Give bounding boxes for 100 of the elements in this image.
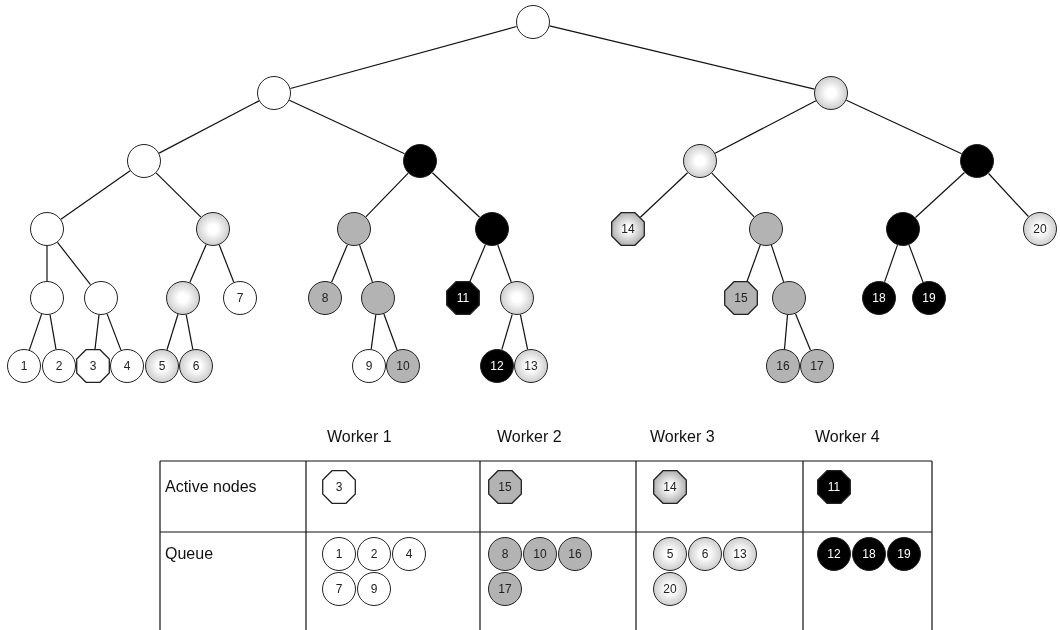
tree-node-circle (772, 281, 806, 315)
tree-edge-line (845, 99, 963, 155)
tree-node-circle (361, 281, 395, 315)
tree-edge-line (359, 244, 373, 283)
queued-node-circle: 13 (723, 537, 757, 571)
tree-node-circle (84, 281, 118, 315)
tree-edge-line (28, 313, 43, 351)
tree-edge-line (155, 172, 202, 218)
queued-node-circle: 6 (688, 537, 722, 571)
column-header: Worker 1 (327, 428, 392, 446)
tree-node-circle: 19 (912, 281, 946, 315)
tree-edge-line (746, 244, 761, 283)
tree-edge-line (711, 172, 755, 218)
tree-edge-line (884, 244, 898, 283)
tree-edge-line (49, 314, 57, 350)
tree-edge-line (166, 313, 179, 351)
tree-edge-line (288, 99, 406, 155)
tree-node-circle (516, 5, 550, 39)
tree-edge-line (431, 172, 481, 218)
tree-edge-line (365, 172, 409, 218)
row-header: Active nodes (165, 478, 257, 496)
tree-node-octagon: 14 (611, 212, 645, 246)
queued-node-circle: 10 (523, 537, 557, 571)
tree-edge-line (908, 244, 924, 283)
tree-node-octagon: 11 (446, 281, 480, 315)
queued-node-circle: 5 (653, 537, 687, 571)
tree-node-octagon: 15 (724, 281, 758, 315)
tree-edge-line (189, 244, 207, 283)
tree-node-circle: 4 (110, 349, 144, 383)
tree-node-circle (683, 144, 717, 178)
queued-node-circle: 17 (488, 572, 522, 606)
queued-node-circle: 8 (488, 537, 522, 571)
tree-edge-line (370, 314, 377, 350)
tree-node-circle (196, 212, 230, 246)
tree-node-circle (127, 144, 161, 178)
active-node-octagon: 11 (817, 470, 851, 504)
queued-node-circle: 9 (357, 572, 391, 606)
tree-node-circle (257, 76, 291, 110)
queued-node-circle: 20 (653, 572, 687, 606)
tree-edge-line (914, 171, 966, 219)
queued-node-circle: 7 (322, 572, 356, 606)
tree-node-circle: 7 (223, 281, 257, 315)
tree-edge-line (988, 172, 1029, 218)
tree-node-circle (337, 212, 371, 246)
column-header: Worker 4 (815, 428, 880, 446)
tree-edge-line (60, 170, 131, 220)
tree-node-circle (166, 281, 200, 315)
tree-node-circle: 6 (179, 349, 213, 383)
tree-node-circle: 1 (7, 349, 41, 383)
tree-edge-line (56, 241, 92, 286)
tree-edge-line (331, 244, 348, 283)
tree-node-circle: 16 (766, 349, 800, 383)
tree-edge-line (383, 313, 398, 351)
queued-node-circle: 16 (558, 537, 592, 571)
tree-node-circle: 2 (42, 349, 76, 383)
tree-edge-line (218, 244, 235, 283)
tree-node-circle (814, 76, 848, 110)
tree-edge-line (185, 314, 194, 350)
tree-edge-line (289, 25, 518, 90)
tree-node-circle: 17 (800, 349, 834, 383)
queued-node-circle: 12 (817, 537, 851, 571)
row-header: Queue (165, 545, 214, 563)
tree-node-circle: 13 (514, 349, 548, 383)
tree-node-circle (403, 144, 437, 178)
tree-edge-line (714, 100, 817, 154)
tree-node-circle: 20 (1023, 212, 1057, 246)
tree-node-circle (500, 281, 534, 315)
tree-edge-line (548, 25, 816, 90)
tree-node-circle (886, 212, 920, 246)
active-node-octagon: 15 (488, 470, 522, 504)
active-node-octagon: 14 (653, 470, 687, 504)
tree-node-circle (960, 144, 994, 178)
active-node-octagon: 3 (322, 470, 356, 504)
column-header: Worker 2 (497, 428, 562, 446)
tree-node-circle: 12 (480, 349, 514, 383)
tree-node-circle: 9 (352, 349, 386, 383)
queued-node-circle: 19 (887, 537, 921, 571)
tree-edge-line (94, 314, 100, 350)
tree-node-circle: 8 (308, 281, 342, 315)
tree-node-circle: 5 (145, 349, 179, 383)
tree-edge-line (770, 244, 785, 283)
tree-edge-line (519, 314, 529, 350)
tree-edge-line (46, 245, 48, 282)
tree-node-circle (30, 212, 64, 246)
column-header: Worker 3 (650, 428, 715, 446)
tree-edge-line (106, 313, 122, 351)
tree-edge-line (794, 313, 812, 351)
tree-node-circle (749, 212, 783, 246)
queued-node-circle: 18 (852, 537, 886, 571)
tree-node-circle (475, 212, 509, 246)
tree-edge-line (158, 100, 260, 154)
tree-edge-line (501, 313, 513, 351)
tree-node-circle: 18 (862, 281, 896, 315)
tree-node-octagon: 3 (76, 349, 110, 383)
tree-edge-line (469, 244, 486, 283)
queued-node-circle: 1 (322, 537, 356, 571)
tree-node-circle: 10 (386, 349, 420, 383)
queued-node-circle: 4 (392, 537, 426, 571)
tree-node-circle (30, 281, 64, 315)
tree-edge-line (639, 172, 689, 218)
